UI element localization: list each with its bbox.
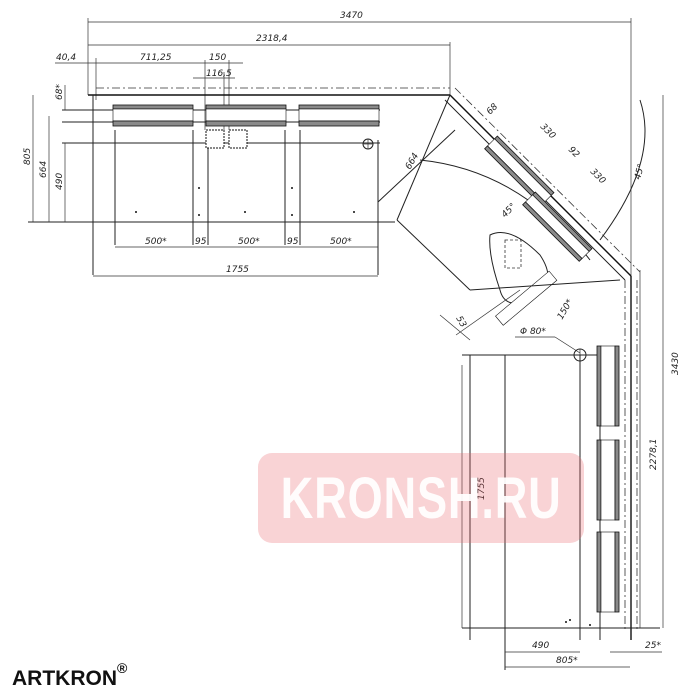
- dim-post: 150: [209, 53, 226, 63]
- clamp-icon: [228, 129, 248, 149]
- dim-corner-len2: 330: [588, 167, 607, 186]
- dim-right-run: 2278,1: [649, 439, 659, 471]
- right-wing: [462, 276, 660, 670]
- dim-hole-diameter: Φ 80*: [520, 327, 546, 337]
- left-wing: [28, 87, 450, 275]
- dim-post-inner: 116,5: [206, 69, 232, 79]
- dim-right-table-len: 1755: [477, 477, 487, 500]
- dim-bottom-edge: 25*: [645, 641, 661, 651]
- brand-name: ARTKRON: [12, 667, 117, 690]
- dim-overall-width: 3470: [340, 11, 363, 21]
- dim-seg1: 500*: [145, 237, 167, 247]
- dim-corner-edge: 68: [485, 102, 500, 117]
- dim-left-run: 2318,4: [256, 34, 288, 44]
- dim-left-total: 1755: [226, 265, 249, 275]
- right-dimensions: 3430 2278,1 1755: [461, 95, 681, 628]
- dim-angle-inner: 45°: [500, 202, 518, 220]
- dim-corner-gap: 92: [566, 145, 581, 160]
- dim-depth-table: 490: [55, 173, 65, 190]
- dim-bottom-depth-total: 805*: [556, 656, 578, 666]
- dim-seg3: 500*: [330, 237, 352, 247]
- watermark: KRONSH.RU: [258, 453, 584, 543]
- dim-corner-len1: 330: [538, 122, 557, 141]
- bottom-dimensions: 490 805* 25*: [505, 641, 662, 668]
- dim-arm-len: 150*: [556, 297, 576, 321]
- dim-seg2: 500*: [238, 237, 260, 247]
- vertical-rails: [596, 345, 620, 613]
- dim-depth-total: 805: [23, 148, 33, 165]
- corner-section: 68 330 92 330 664 45° 45° 53 150* Φ 80*: [377, 87, 647, 362]
- left-bottom-dimensions: 500* 95 500* 95 500* 1755: [93, 237, 378, 277]
- dim-to-post: 711,25: [140, 53, 172, 63]
- dim-depth-rail: 664: [39, 161, 49, 178]
- dim-arm: 53: [453, 315, 468, 330]
- dim-edge: 68*: [55, 84, 65, 100]
- dim-angle-outer: 45°: [633, 163, 647, 181]
- left-dimensions: 805 664 490 68*: [23, 84, 66, 222]
- dim-bottom-depth-table: 490: [532, 641, 549, 651]
- dim-right-overall: 3430: [671, 352, 681, 375]
- dim-gap1: 95: [195, 237, 207, 247]
- dim-offset: 40,4: [56, 53, 76, 63]
- clamp-icon: [205, 129, 225, 149]
- brand-logo: ARTKRON®: [12, 660, 127, 691]
- registered-mark: ®: [117, 660, 128, 676]
- dim-gap2: 95: [287, 237, 299, 247]
- watermark-text: KRONSH.RU: [280, 465, 562, 531]
